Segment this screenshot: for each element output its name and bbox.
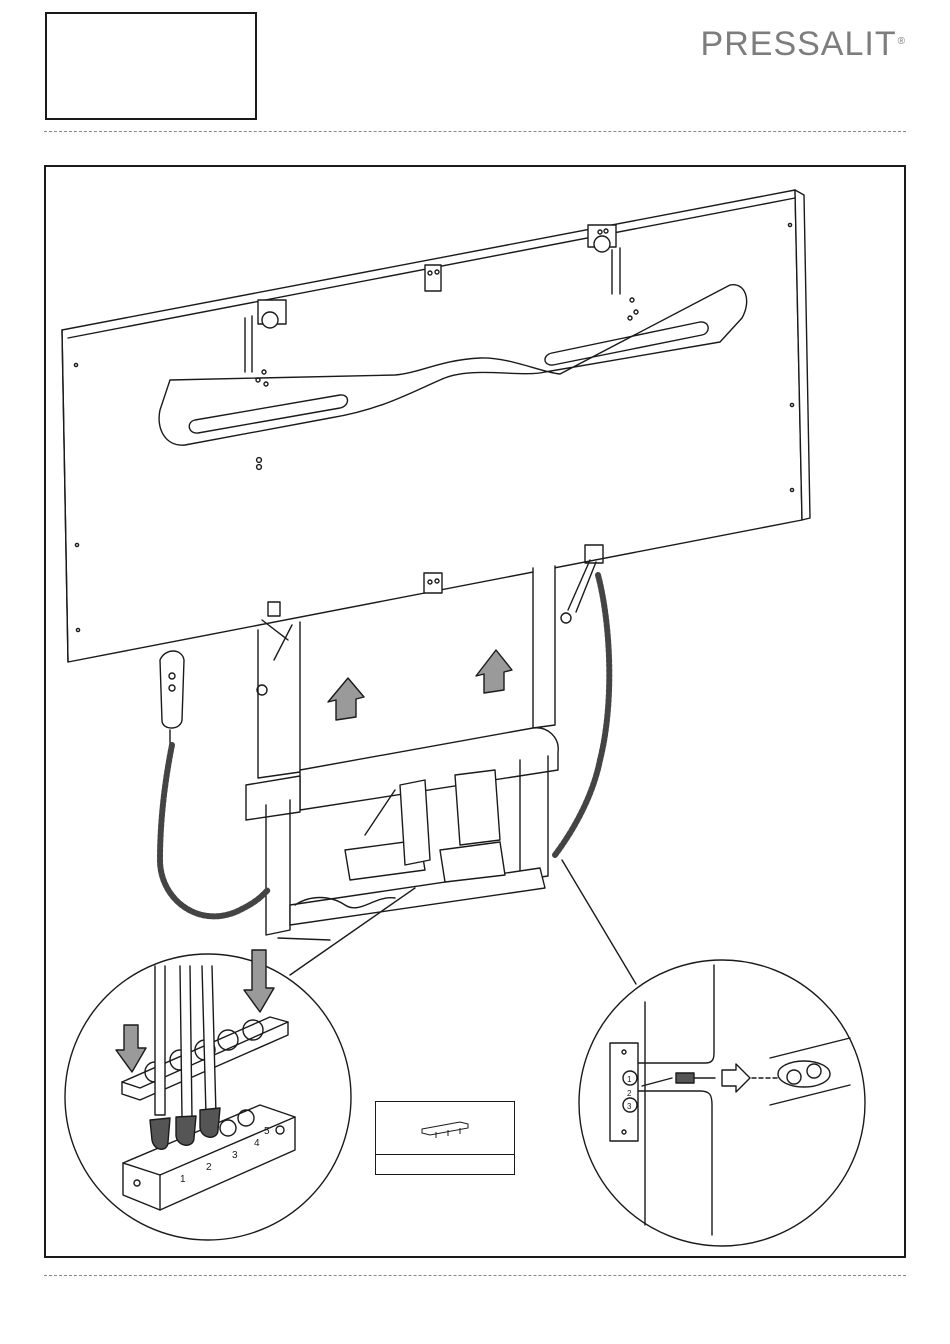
socket-label-1: 1 [627,1075,632,1084]
clip-part-thumbnail [376,1102,514,1154]
footer-divider [44,1275,906,1276]
up-arrow-left [328,678,364,720]
port-label-4: 4 [254,1138,260,1149]
brand-wordmark: PRESSALIT [701,25,897,63]
detail-circle-control-box [65,950,351,1240]
coiled-cable-left [160,745,268,916]
trademark-symbol: ® [898,36,906,47]
port-label-2: 2 [206,1162,212,1173]
socket-label-2: 2 [627,1089,632,1098]
leader-line-right [562,860,636,984]
bottom-mount-bracket [424,573,442,593]
step-number-box [45,12,257,120]
assembly-illustration: 1 2 3 4 5 1 2 3 [46,167,904,1256]
port-label-3: 3 [232,1150,238,1161]
header-divider [44,131,906,132]
socket-label-3: 3 [627,1102,632,1111]
coiled-cable-right [555,575,609,855]
up-arrow-right [476,650,512,693]
ref-box-divider [376,1154,514,1155]
port-label-1: 1 [180,1174,186,1185]
detail-circle-cable-connection [579,960,865,1246]
pressalit-logo: PRESSALIT® [701,24,906,64]
leader-line-left-a [278,938,330,940]
part-reference-box [375,1101,515,1175]
port-label-5: 5 [264,1126,270,1137]
hand-control [160,651,184,745]
